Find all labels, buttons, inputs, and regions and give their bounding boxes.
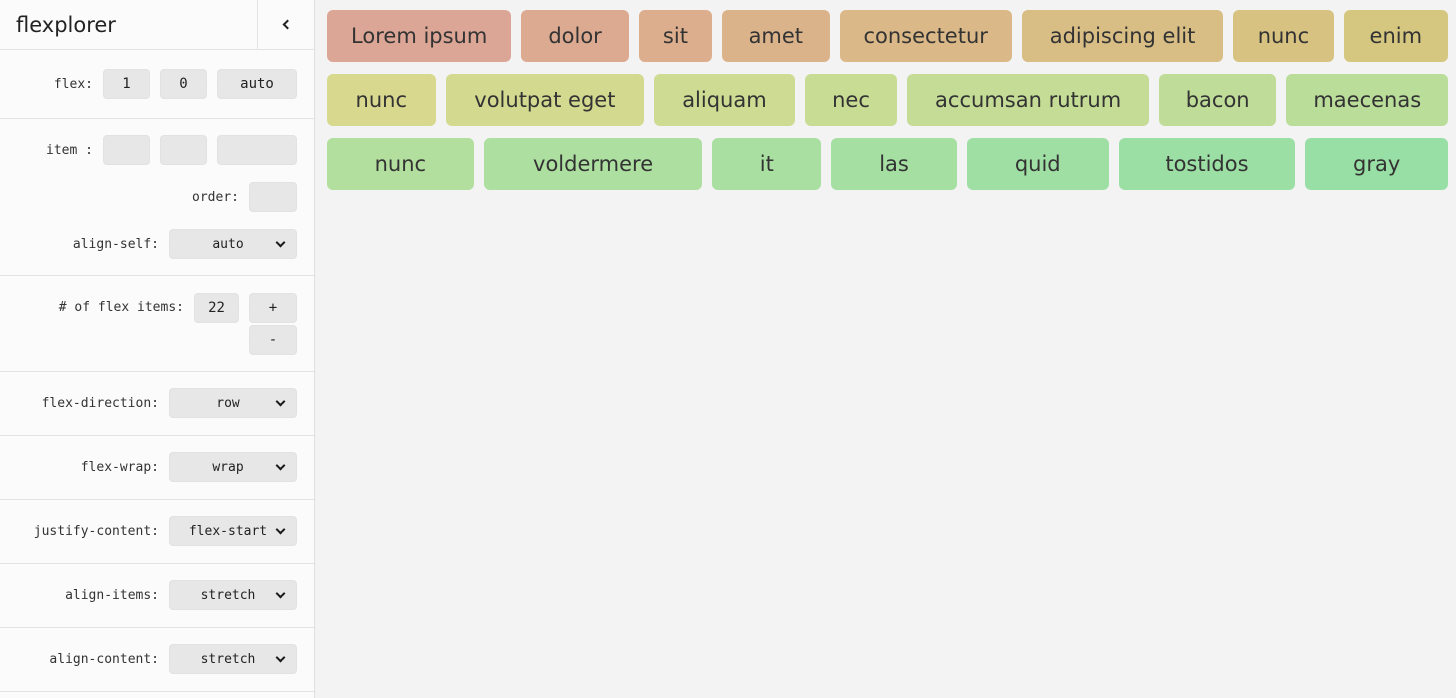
align-self-label: align-self: [72, 236, 159, 252]
align-items-label: align-items: [65, 587, 159, 603]
sidebar: flexplorer flex: item : order: [0, 0, 315, 698]
flex-wrap-value: wrap [212, 459, 244, 475]
order-label: order: [192, 189, 239, 205]
flex-item[interactable]: adipiscing elit [1021, 10, 1224, 62]
flex-item[interactable]: it [712, 138, 822, 190]
chevron-left-icon [282, 19, 293, 30]
flex-item[interactable]: dolor [521, 10, 629, 62]
flex-item[interactable]: gray [1305, 138, 1449, 190]
flex-item[interactable]: nunc [327, 138, 474, 190]
flex-label: flex: [53, 76, 93, 92]
align-self-value: auto [212, 236, 244, 252]
flex-wrap-select[interactable]: wrap [169, 452, 297, 482]
align-content-label: align-content: [49, 651, 159, 667]
flex-item[interactable]: nunc [327, 74, 436, 126]
flex-shorthand-section: flex: [0, 50, 314, 119]
flex-grow-input[interactable] [103, 69, 150, 99]
flex-item[interactable]: nunc [1233, 10, 1334, 62]
chevron-down-icon [275, 652, 286, 663]
chevron-down-icon [275, 460, 286, 471]
flex-shrink-input[interactable] [160, 69, 207, 99]
align-items-value: stretch [200, 587, 256, 603]
collapse-sidebar-button[interactable] [257, 0, 314, 49]
app-title: flexplorer [16, 13, 116, 37]
flex-item[interactable]: bacon [1158, 74, 1277, 126]
flex-item[interactable]: accumsan rutrum [907, 74, 1149, 126]
order-input[interactable] [249, 182, 297, 212]
item-label: item : [46, 142, 93, 158]
item-count-section: # of flex items: + - [0, 276, 314, 372]
flex-item[interactable]: las [831, 138, 957, 190]
justify-content-select[interactable]: flex-start [169, 516, 297, 546]
item-flex-grow-input[interactable] [103, 135, 150, 165]
item-flex-basis-input[interactable] [217, 135, 297, 165]
chevron-down-icon [275, 588, 286, 599]
flex-direction-value: row [216, 395, 240, 411]
flex-item[interactable]: amet [722, 10, 830, 62]
item-flex-shrink-input[interactable] [160, 135, 207, 165]
flex-item[interactable]: volutpat eget [445, 74, 645, 126]
flex-wrap-section: flex-wrap: wrap [0, 436, 314, 500]
sidebar-header: flexplorer [0, 0, 314, 50]
item-count-input[interactable] [194, 293, 239, 323]
flex-item[interactable]: maecenas [1286, 74, 1449, 126]
item-count-steppers: + - [249, 293, 297, 355]
flex-basis-input[interactable] [217, 69, 297, 99]
chevron-down-icon [275, 237, 286, 248]
flex-wrap-label: flex-wrap: [80, 459, 159, 475]
align-items-section: align-items: stretch [0, 564, 314, 628]
align-self-select[interactable]: auto [169, 229, 297, 259]
align-content-section: align-content: stretch [0, 628, 314, 692]
justify-content-value: flex-start [188, 523, 268, 539]
selected-item-section: item : order: align-self: auto [0, 119, 314, 276]
flex-direction-select[interactable]: row [169, 388, 297, 418]
item-count-label: # of flex items: [58, 300, 184, 315]
align-content-value: stretch [200, 651, 256, 667]
flex-item[interactable]: enim [1343, 10, 1448, 62]
flex-direction-label: flex-direction: [41, 395, 159, 411]
flex-item[interactable]: sit [638, 10, 713, 62]
justify-content-label: justify-content: [33, 523, 159, 539]
flex-item[interactable]: quid [966, 138, 1109, 190]
increment-items-button[interactable]: + [249, 293, 297, 323]
flex-item[interactable]: voldermere [483, 138, 703, 190]
flex-direction-section: flex-direction: row [0, 372, 314, 436]
chevron-down-icon [275, 396, 286, 407]
flex-item[interactable]: consectetur [839, 10, 1012, 62]
flex-item[interactable]: aliquam [654, 74, 795, 126]
align-items-select[interactable]: stretch [169, 580, 297, 610]
flex-item[interactable]: nec [804, 74, 898, 126]
flex-item[interactable]: Lorem ipsum [327, 10, 512, 62]
flex-item[interactable]: tostidos [1118, 138, 1296, 190]
align-content-select[interactable]: stretch [169, 644, 297, 674]
justify-content-section: justify-content: flex-start [0, 500, 314, 564]
decrement-items-button[interactable]: - [249, 325, 297, 355]
